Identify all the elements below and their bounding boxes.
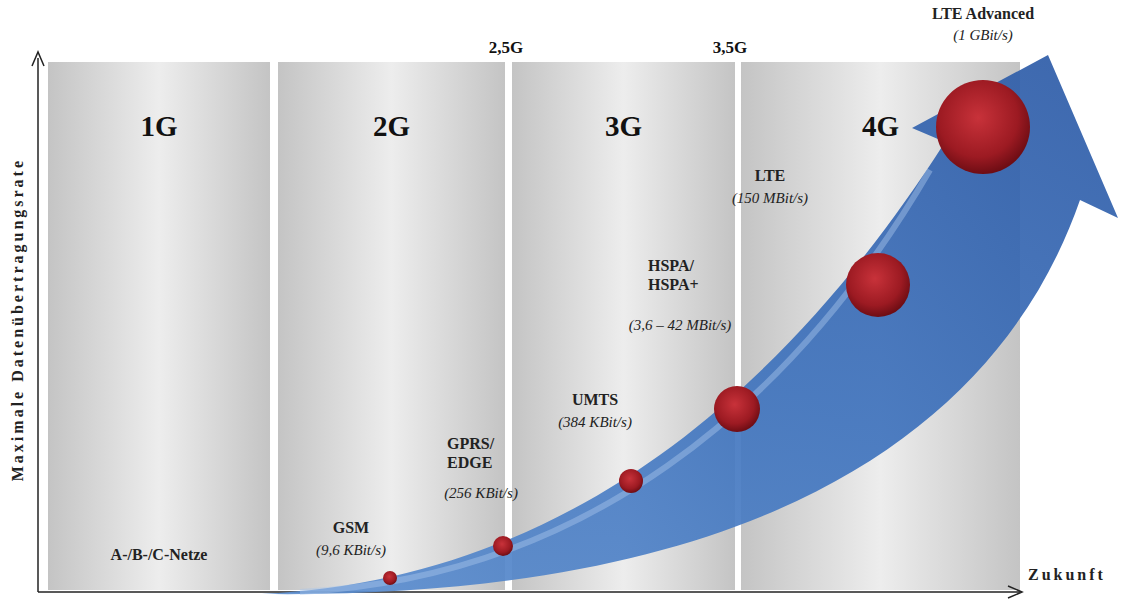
rate-ball: [714, 386, 760, 432]
growth-arrow: [262, 55, 1118, 594]
y-axis-head: [32, 52, 44, 66]
generation-band: 4G: [741, 62, 1020, 590]
axis-title: Maximale Datenübertragungsrate: [8, 158, 27, 481]
arrow-highlight: [300, 170, 930, 592]
x-axis: [38, 591, 1020, 593]
generation-step: 2,5G: [489, 38, 523, 58]
data-rate: (9,6 KBit/s): [316, 541, 386, 559]
data-rate: (384 KBit/s): [558, 413, 632, 431]
technology-name: LTE: [755, 166, 786, 185]
technology-name: LTE Advanced: [932, 4, 1034, 23]
generation-heading: 1G: [140, 110, 177, 143]
network-name: A-/B-/C-Netze: [111, 546, 208, 564]
technology-name: HSPA/ HSPA+: [648, 256, 714, 294]
y-axis: [37, 58, 39, 592]
rate-ball: [493, 536, 513, 556]
data-rate: (256 KBit/s): [444, 484, 518, 502]
data-rate: (3,6 – 42 MBit/s): [629, 316, 732, 334]
technology-name: GPRS/ EDGE: [447, 434, 509, 472]
x-axis-head: [1008, 586, 1022, 598]
data-rate: (1 GBit/s): [953, 26, 1013, 44]
rate-ball: [619, 469, 643, 493]
generation-band: 1G A-/B-/C-Netze: [48, 62, 270, 590]
technology-name: UMTS: [572, 390, 618, 409]
generation-step: 3,5G: [713, 38, 747, 58]
rate-ball: [383, 571, 397, 585]
axis-title: Zukunft: [1028, 565, 1106, 584]
generation-heading: 2G: [373, 110, 410, 143]
technology-name: GSM: [333, 518, 369, 537]
data-rate: (150 MBit/s): [732, 189, 808, 207]
rate-ball: [846, 253, 910, 317]
generation-heading: 3G: [605, 110, 642, 143]
rate-ball: [936, 80, 1030, 174]
panel-ground: [278, 62, 505, 590]
generation-heading: 4G: [862, 110, 899, 143]
generation-band: 2G: [278, 62, 505, 590]
panel-ground: [48, 62, 270, 590]
